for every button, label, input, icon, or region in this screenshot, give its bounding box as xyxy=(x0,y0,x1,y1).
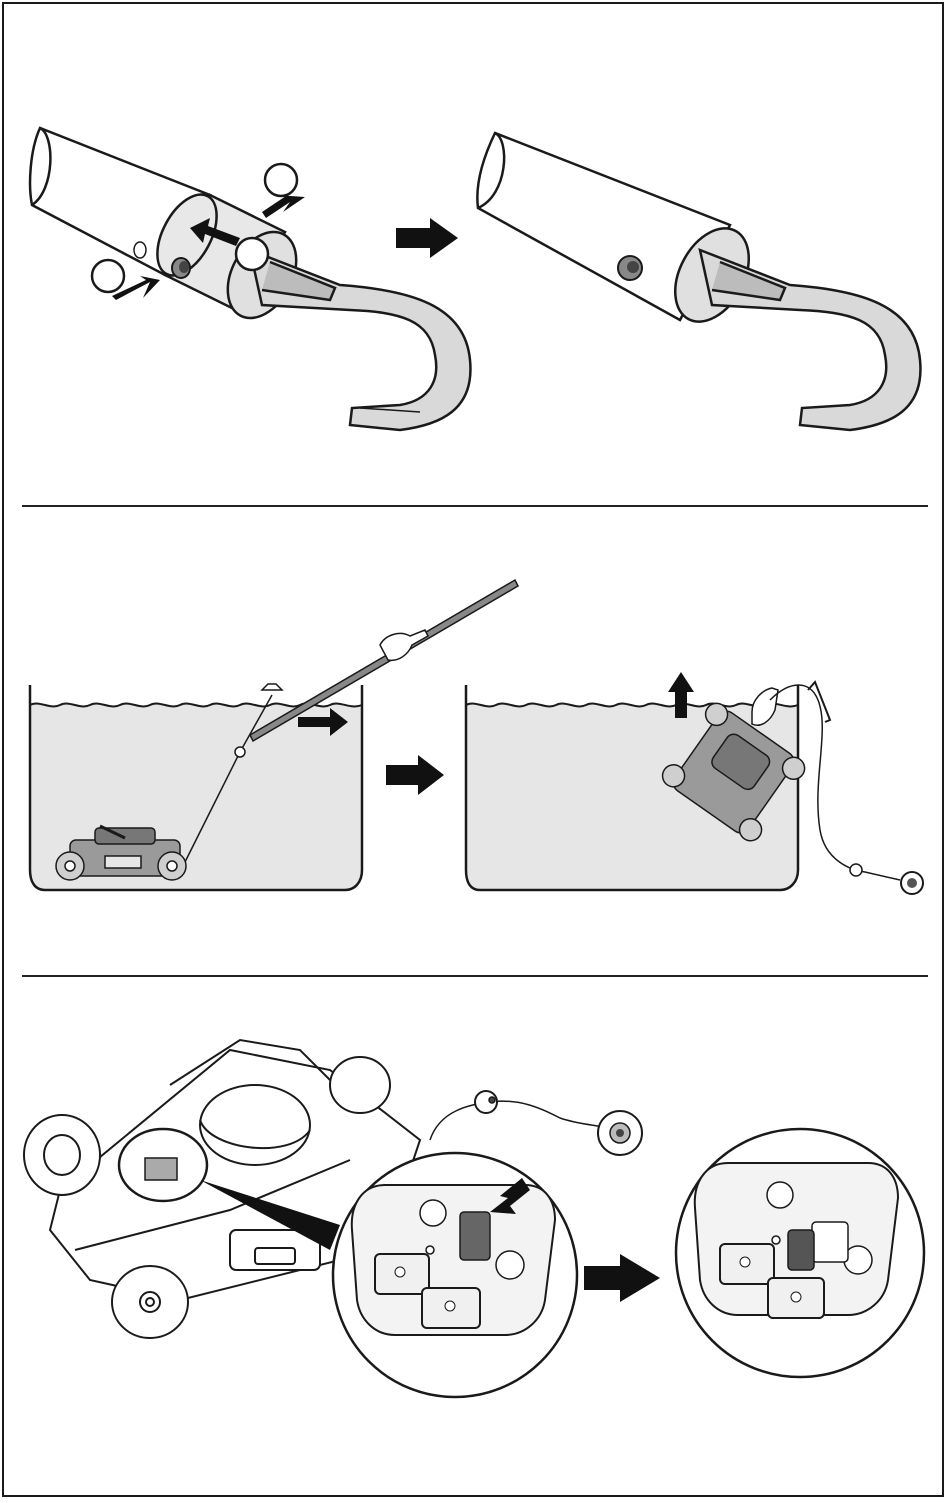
lock-button-right xyxy=(618,256,642,280)
lock-button-left xyxy=(172,258,190,278)
step-marker-1 xyxy=(265,164,297,196)
pole-assembly-illustration xyxy=(0,100,950,450)
next-step-arrow-icon xyxy=(396,218,458,258)
power-button-illustration xyxy=(0,1020,950,1420)
robot-wheel xyxy=(330,1057,390,1113)
next-step-arrow-icon xyxy=(584,1254,660,1302)
swivel-connector-icon xyxy=(598,1111,642,1155)
press-arrow-icon xyxy=(262,195,305,218)
hook-right xyxy=(660,216,920,430)
step-marker-2 xyxy=(92,260,124,292)
power-switch-detail-before xyxy=(333,1153,577,1397)
power-button-icon xyxy=(460,1212,490,1260)
section-divider xyxy=(22,975,928,977)
power-supply-plug-icon xyxy=(901,872,923,894)
panel-robot-retrieval xyxy=(0,560,950,930)
section-divider xyxy=(22,505,928,507)
robot-wheel xyxy=(112,1266,188,1338)
panel-pole-assembly xyxy=(0,100,950,450)
robot-cable xyxy=(430,1091,615,1140)
panel-power-button xyxy=(0,1020,950,1420)
power-button-icon xyxy=(788,1230,814,1270)
robot-wheel xyxy=(24,1115,100,1195)
robot-retrieval-illustration xyxy=(0,560,950,930)
hand-icon xyxy=(380,630,428,660)
step-marker-3 xyxy=(236,238,268,270)
next-step-arrow-icon xyxy=(386,755,444,795)
